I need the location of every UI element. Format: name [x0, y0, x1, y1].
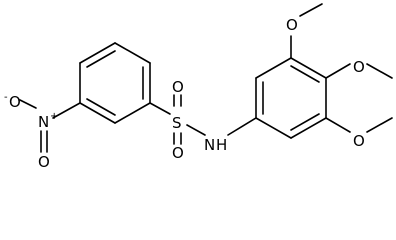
nitro-o-label: O — [38, 153, 50, 171]
c-n-bond — [52, 102, 81, 119]
sulfonyl-o-bottom-label: O — [172, 144, 184, 162]
ring1-bond — [114, 102, 151, 124]
ring1-bond — [79, 102, 116, 124]
s-n-bond — [186, 124, 206, 136]
ring1-bond — [114, 42, 151, 64]
methoxy-o-top-label: O — [286, 16, 298, 34]
sulfonyl-o-top-label: O — [172, 78, 184, 96]
c-o-bond — [325, 117, 351, 133]
nitro-n-charge: + — [50, 111, 58, 122]
molecule-structure: O - N + O S O O N H O — [4, 3, 393, 171]
c-s-bond — [149, 102, 171, 115]
ring2-bond — [290, 117, 327, 139]
sulfonamide-group: S O O N H — [149, 78, 227, 162]
trimethoxyphenyl-ring — [227, 57, 327, 139]
methoxy-o-middle-label: O — [353, 58, 365, 76]
c-o-bond — [325, 63, 351, 79]
nitrophenyl-ring — [79, 42, 151, 124]
o-ch3-bond — [366, 63, 393, 79]
ring2-bond — [255, 117, 292, 139]
methoxy-groups: O O O — [286, 3, 393, 150]
ring1-inner-bond — [86, 98, 116, 116]
nitro-group: O - N + O — [4, 92, 81, 171]
oxide-atom-label: O — [9, 93, 21, 111]
ring2-inner-bond — [290, 65, 320, 83]
sulfur-label: S — [172, 114, 182, 132]
structure-canvas: O - N + O S O O N H O — [4, 3, 393, 171]
amide-h-label: H — [216, 136, 227, 154]
ring1-bond — [79, 42, 116, 64]
nitro-n-label: N — [38, 113, 49, 131]
ring2-bond — [290, 57, 327, 79]
methoxy-o-bottom-label: O — [353, 132, 365, 150]
o-ch3-bond — [366, 117, 393, 133]
o-ch3-bond — [299, 3, 323, 17]
oxide-charge: - — [4, 92, 8, 103]
ring2-bond — [255, 57, 292, 79]
n-o-single-bond — [19, 99, 37, 109]
ring1-inner-bond — [86, 50, 116, 68]
ring2-inner-bond — [290, 113, 320, 131]
n-c-bond — [227, 117, 257, 136]
amide-n-label: N — [204, 136, 215, 154]
